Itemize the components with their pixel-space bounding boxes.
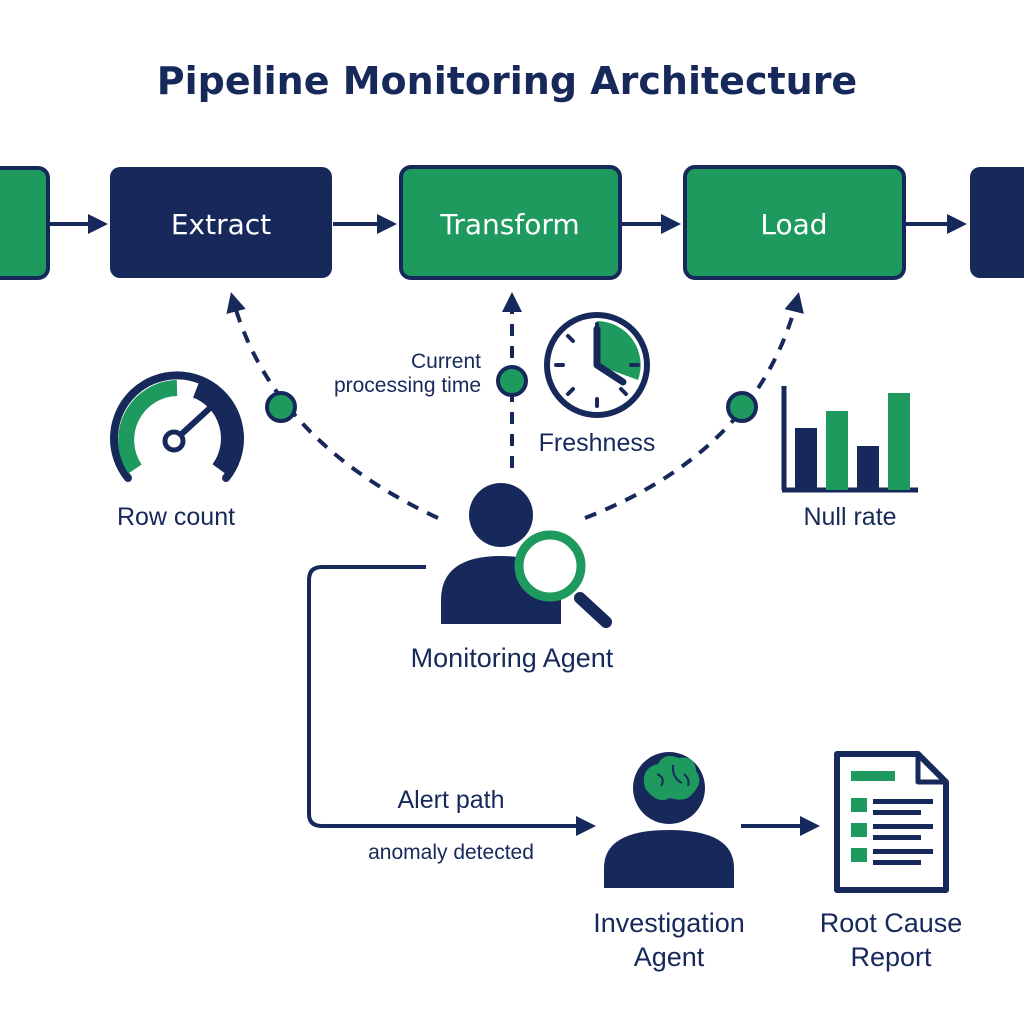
stage-extract-label: Extract — [171, 208, 271, 241]
pipeline-row: Extract Transform Load — [0, 165, 1024, 280]
row-count-label: Row count — [117, 503, 235, 531]
stage-extract: Extract — [110, 167, 332, 278]
stage-transform-label: Transform — [439, 208, 579, 241]
document-icon — [834, 751, 949, 893]
connector-node — [496, 365, 528, 397]
investigation-agent-label-line2: Agent — [634, 942, 705, 972]
investigation-agent-label-line1: Investigation — [593, 908, 745, 938]
stage-load-label: Load — [760, 208, 827, 241]
freshness-label: Freshness — [539, 429, 656, 457]
connector-to-extract — [226, 292, 439, 520]
downstream-block — [970, 167, 1024, 278]
alert-path-label: Alert path — [397, 786, 504, 814]
gauge-icon — [110, 371, 244, 482]
diagram-title: Pipeline Monitoring Architecture — [157, 59, 857, 103]
upstream-block — [0, 166, 50, 280]
report-label-line1: Root Cause — [820, 908, 963, 938]
clock-icon — [544, 312, 650, 418]
connector-to-load — [584, 292, 804, 520]
stage-transform: Transform — [399, 165, 622, 280]
alert-path-connector — [307, 565, 596, 836]
anomaly-detected-label: anomaly detected — [368, 841, 534, 864]
monitoring-agent-label: Monitoring Agent — [411, 643, 614, 673]
processing-time-label-line1: Current — [411, 350, 481, 373]
connector-node — [726, 391, 758, 423]
report-label-line2: Report — [850, 942, 932, 972]
processing-time-label-line2: processing time — [334, 374, 481, 397]
bar-chart-icon — [781, 386, 918, 493]
stage-load: Load — [683, 165, 906, 280]
user-brain-icon — [604, 752, 734, 888]
monitoring-connectors — [226, 292, 804, 520]
null-rate-label: Null rate — [803, 503, 896, 531]
connector-node — [265, 391, 297, 423]
user-magnifier-icon — [441, 483, 612, 628]
